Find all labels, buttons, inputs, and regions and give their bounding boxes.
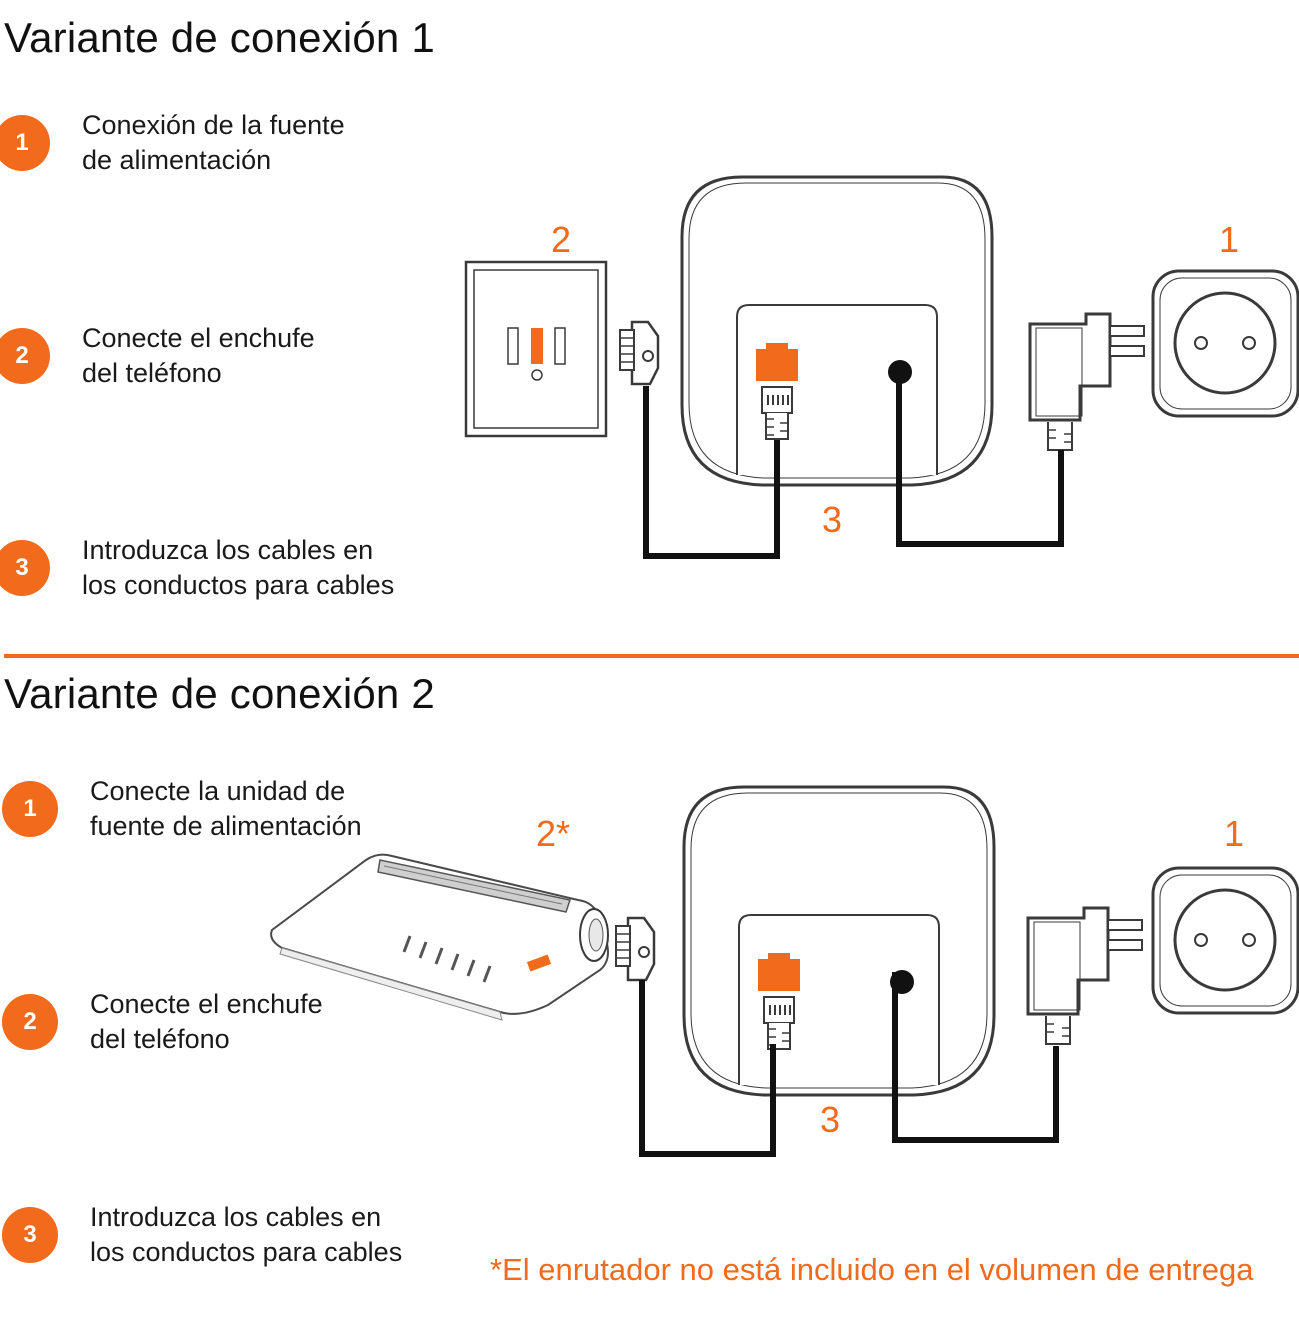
step-number-badge: 3 (0, 540, 50, 596)
variant-1-step-3: 3 Introduzca los cables en los conductos… (0, 533, 502, 603)
outlet-label: 1 (1219, 219, 1239, 260)
variant-1-step-1: 1 Conexión de la fuente de alimentación (0, 108, 442, 178)
cable-channels-label: 3 (822, 499, 842, 540)
tae-plug-icon (618, 320, 660, 386)
step-text-line: los conductos para cables (82, 570, 395, 600)
step-text-line: del teléfono (82, 358, 222, 388)
phone-base-station-icon (680, 175, 994, 487)
step-text-line: Conecte el enchufe (90, 989, 323, 1019)
step-number-badge: 2 (0, 328, 50, 384)
power-adapter-icon (1028, 312, 1146, 452)
variant-2-step-2: 2 Conecte el enchufe del teléfono (2, 987, 450, 1057)
phone-cable (643, 386, 780, 559)
step-text: Conexión de la fuente de alimentación (82, 108, 442, 178)
footnote: *El enrutador no está incluido en el vol… (490, 1252, 1254, 1287)
variant-1-step-2: 2 Conecte el enchufe del teléfono (0, 321, 442, 391)
power-adapter-icon (1026, 906, 1144, 1046)
wall-outlet-icon (1151, 269, 1299, 418)
step-text: Conecte el enchufe del teléfono (90, 987, 450, 1057)
variant-2-diagram: 2* 1 3 (270, 785, 1299, 1157)
variant-2-title: Variante de conexión 2 (4, 670, 435, 717)
power-cable (892, 972, 1059, 1143)
step-text: Introduzca los cables en los conductos p… (90, 1200, 510, 1270)
step-text-line: fuente de alimentación (90, 811, 362, 841)
phone-cable (639, 980, 776, 1157)
power-cable (896, 372, 1064, 547)
step-text: Introduzca los cables en los conductos p… (82, 533, 502, 603)
tae-wall-socket-icon (464, 260, 608, 438)
step-number-badge: 1 (0, 115, 50, 171)
phone-base-station-icon (682, 785, 996, 1097)
variant-1-diagram: 2 1 3 (464, 175, 1299, 559)
section-divider (4, 654, 1299, 658)
outlet-label: 1 (1224, 813, 1244, 854)
variant-2-step-1: 1 Conecte la unidad de fuente de aliment… (2, 774, 490, 844)
step-text-line: de alimentación (82, 145, 272, 175)
step-text-line: Introduzca los cables en (82, 535, 374, 565)
step-number-badge: 1 (2, 781, 58, 837)
step-number-badge: 2 (2, 994, 58, 1050)
step-number-badge: 3 (2, 1207, 58, 1263)
router-icon (270, 853, 609, 1021)
step-text-line: Conecte el enchufe (82, 323, 315, 353)
step-text-line: del teléfono (90, 1024, 230, 1054)
step-text: Conecte la unidad de fuente de alimentac… (90, 774, 490, 844)
step-text-line: los conductos para cables (90, 1237, 403, 1267)
wall-outlet-icon (1151, 866, 1299, 1015)
step-text-line: Conexión de la fuente (82, 110, 345, 140)
wall-jack-label: 2 (551, 219, 571, 260)
tae-plug-icon (614, 916, 656, 982)
step-text: Conecte el enchufe del teléfono (82, 321, 442, 391)
step-text-line: Conecte la unidad de (90, 776, 346, 806)
variant-2-step-3: 3 Introduzca los cables en los conductos… (2, 1200, 510, 1270)
step-text-line: Introduzca los cables en (90, 1202, 382, 1232)
router-label: 2* (536, 813, 570, 854)
cable-channels-label: 3 (820, 1099, 840, 1140)
variant-1-title: Variante de conexión 1 (4, 14, 435, 61)
